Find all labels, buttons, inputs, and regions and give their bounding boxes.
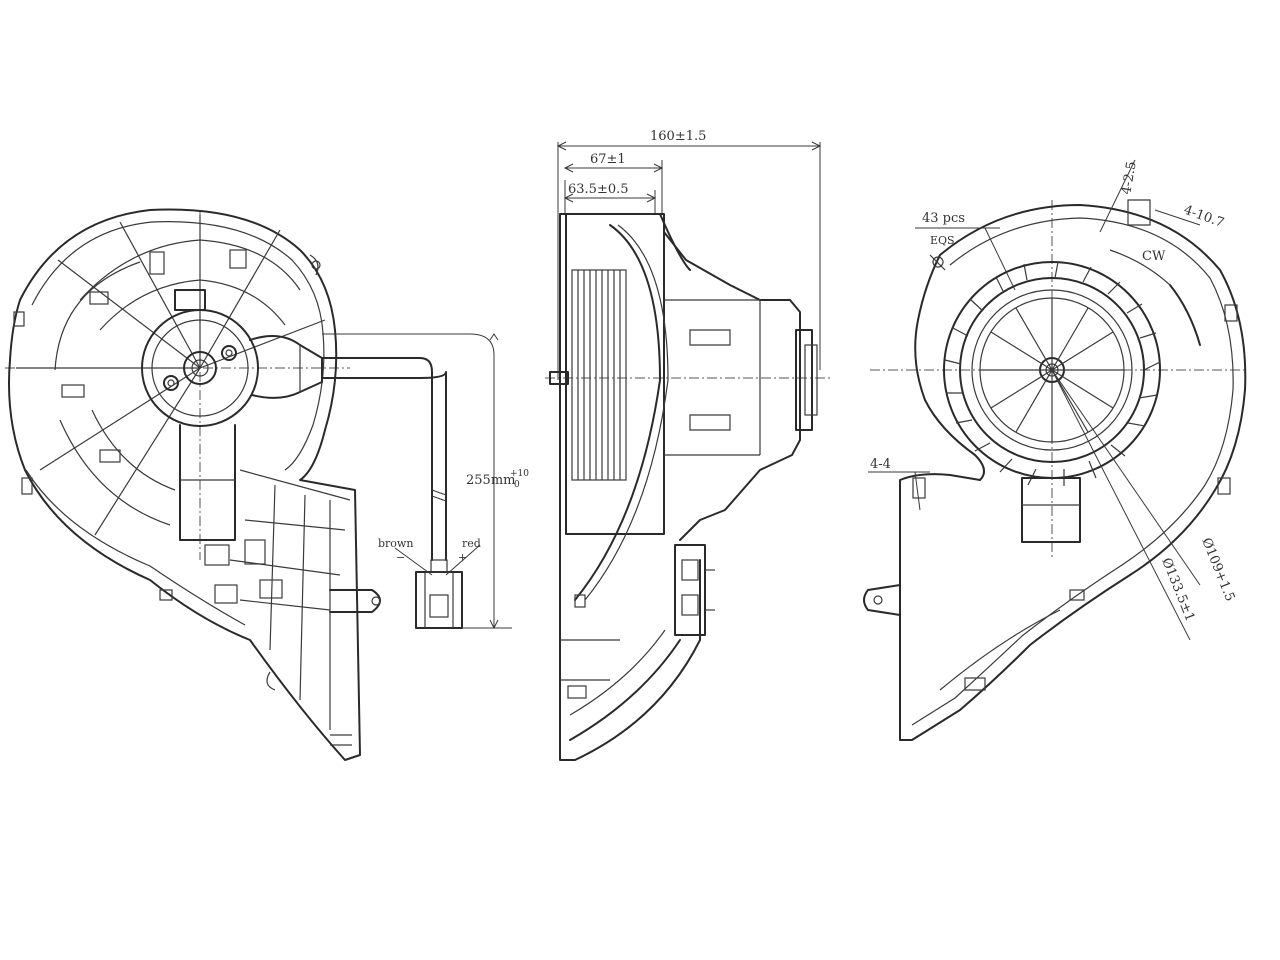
- wheel-spokes: [980, 298, 1124, 442]
- mount-hole-a-label: 4-2.5: [1119, 160, 1140, 195]
- impeller-blades: [944, 261, 1161, 486]
- fan-blades: [577, 270, 621, 480]
- blade-count-label: 43 pcs: [922, 211, 965, 226]
- minus-sign: −: [396, 551, 405, 564]
- cable-length-label: 255mm: [466, 473, 515, 488]
- mount-hole-b-label: 4-10.7: [1182, 203, 1226, 231]
- mount-hole-c-label: 4-4: [870, 457, 891, 472]
- wheel-diameter-label: Ø109+1.5: [1198, 536, 1237, 604]
- wire-brown-label: brown: [378, 537, 413, 550]
- mid-length-label: 67±1: [590, 152, 626, 167]
- rotation-label: CW: [1142, 249, 1166, 264]
- side-view: 160±1.5 67±1 63.5±0.5: [545, 129, 830, 761]
- rear-view: CW 43 pcs EQS 4-2.5 4-10.7 4-4 Ø109+1.5 …: [863, 159, 1247, 741]
- overall-length-label: 160±1.5: [650, 129, 706, 144]
- wire-red-label: red: [462, 537, 481, 550]
- blade-spacing-label: EQS: [930, 234, 955, 247]
- inner-length-label: 63.5±0.5: [568, 182, 629, 197]
- plus-sign: +: [458, 551, 467, 564]
- cable-tolerance-upper: +10: [510, 469, 529, 479]
- front-view: brown red − + 255mm +10 0: [5, 208, 529, 761]
- cable-tolerance-lower: 0: [514, 480, 520, 490]
- wire-connector: [415, 571, 463, 629]
